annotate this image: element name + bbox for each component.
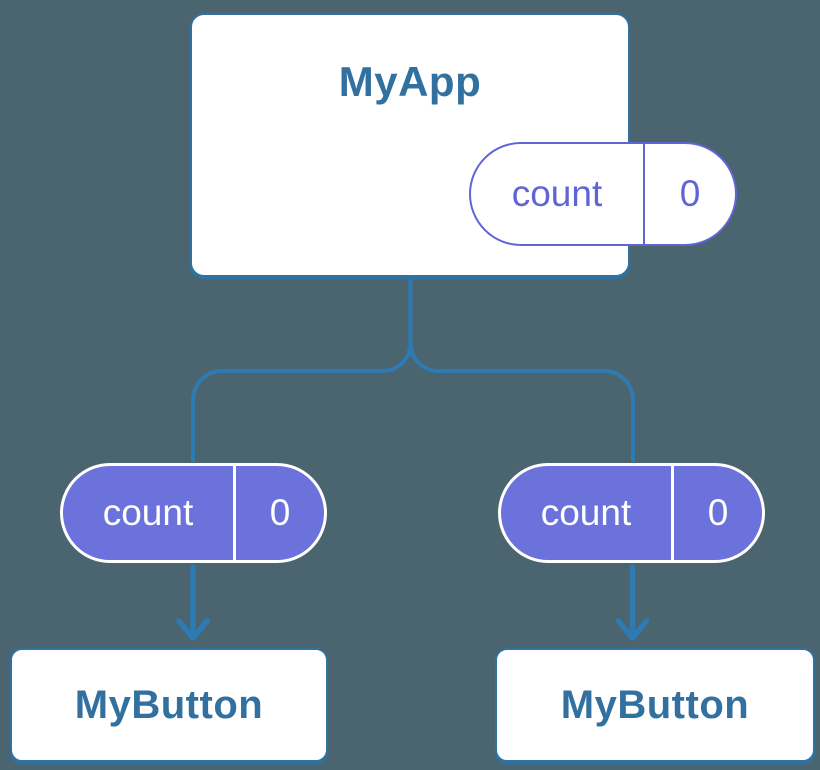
pill-value: 0 <box>707 492 729 533</box>
node-title: MyButton <box>74 683 264 727</box>
prop-pill: count 0 <box>60 463 327 563</box>
component-node-mybutton: MyButton <box>495 648 815 762</box>
pill-value: 0 <box>679 173 701 214</box>
node-title: MyApp <box>338 58 482 105</box>
pill-key: count <box>471 144 645 244</box>
pill-value: 0 <box>269 492 291 533</box>
component-node-mybutton: MyButton <box>10 648 328 762</box>
pill-key: count <box>63 466 236 560</box>
state-pill: count 0 <box>469 142 737 246</box>
arrow-down-icon <box>176 564 210 641</box>
tree-connector-left-branch <box>191 342 413 462</box>
pill-key: count <box>501 466 674 560</box>
node-title: MyButton <box>560 683 750 727</box>
prop-pill: count 0 <box>498 463 765 563</box>
arrow-down-icon <box>615 564 650 641</box>
component-node-myapp: MyApp count 0 <box>190 13 737 277</box>
tree-connector-right-branch <box>408 342 635 462</box>
